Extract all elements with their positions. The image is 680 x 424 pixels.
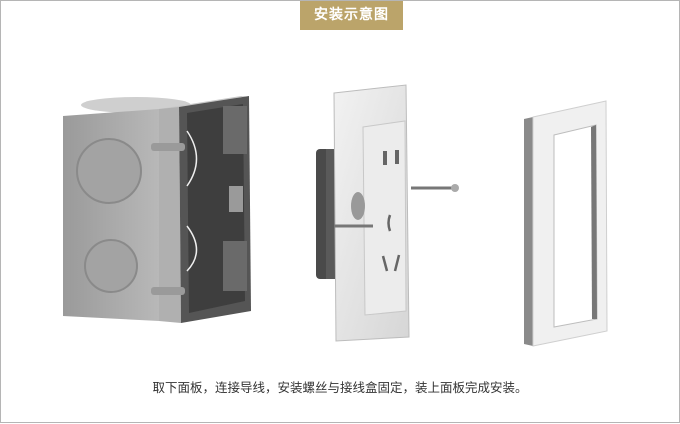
title-badge: 安装示意图 — [300, 1, 403, 30]
installation-caption: 取下面板，连接导线，安装螺丝与接线盒固定，装上面板完成安装。 — [152, 380, 528, 395]
socket-module-icon — [316, 84, 459, 342]
cover-frame-icon — [524, 100, 608, 347]
junction-box-icon — [63, 96, 251, 323]
